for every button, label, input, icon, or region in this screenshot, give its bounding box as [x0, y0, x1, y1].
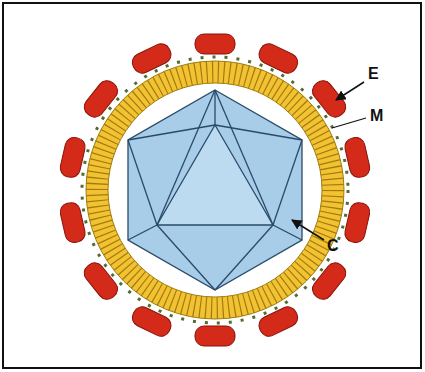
frame	[3, 3, 421, 368]
bilayer-edge	[108, 83, 322, 297]
lipid-bilayer	[97, 72, 333, 308]
callout-letter: C	[327, 238, 339, 254]
callout-letter: M	[370, 108, 383, 124]
envelope-proteins	[58, 34, 371, 346]
leader-line	[292, 220, 324, 240]
capsid-icosahedron	[128, 90, 302, 290]
bilayer-edge	[86, 61, 344, 319]
callout-letter: E	[368, 66, 379, 82]
membrane-proteins	[82, 57, 348, 323]
leader-line	[332, 118, 366, 128]
leader-line	[336, 82, 364, 100]
bilayer-lines	[97, 72, 333, 308]
